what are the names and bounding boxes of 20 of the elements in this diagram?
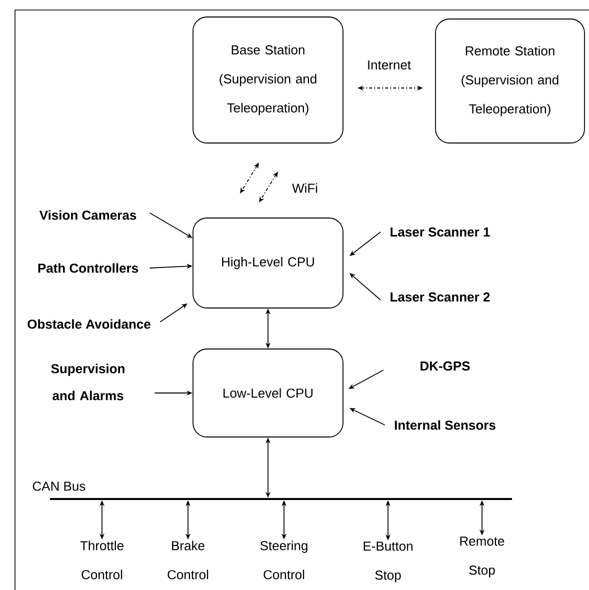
edge-label: Internet [366, 59, 412, 71]
device-label: Throttle Control [80, 540, 124, 580]
input-label: Path Controllers [38, 263, 138, 273]
input-label: Laser Scanner 1 [390, 227, 490, 237]
device-label: E-Button Stop [364, 542, 412, 582]
process-box: Base Station (Supervision and Teleoperation) [192, 16, 344, 144]
device-label: Brake Control [168, 540, 208, 580]
input-label: Internal Sensors [394, 420, 496, 430]
input-label: Vision Cameras [39, 210, 136, 220]
process-box: Remote Station (Supervision and Teleoperation) [435, 18, 585, 144]
process-box: High-Level CPU [192, 218, 344, 308]
device-label: Steering Control [260, 540, 308, 580]
input-label: Laser Scanner 2 [390, 292, 490, 302]
input-label: Supervision and Alarms [51, 364, 124, 400]
edge-label: WiFi [291, 182, 319, 194]
input-label: DK-GPS [420, 361, 470, 371]
input-label: Obstacle Avoidance [28, 319, 150, 329]
process-box: Low-Level CPU [192, 348, 344, 438]
bus-line: CAN Bus [32, 482, 512, 500]
device-label: Remote Stop [460, 536, 504, 578]
